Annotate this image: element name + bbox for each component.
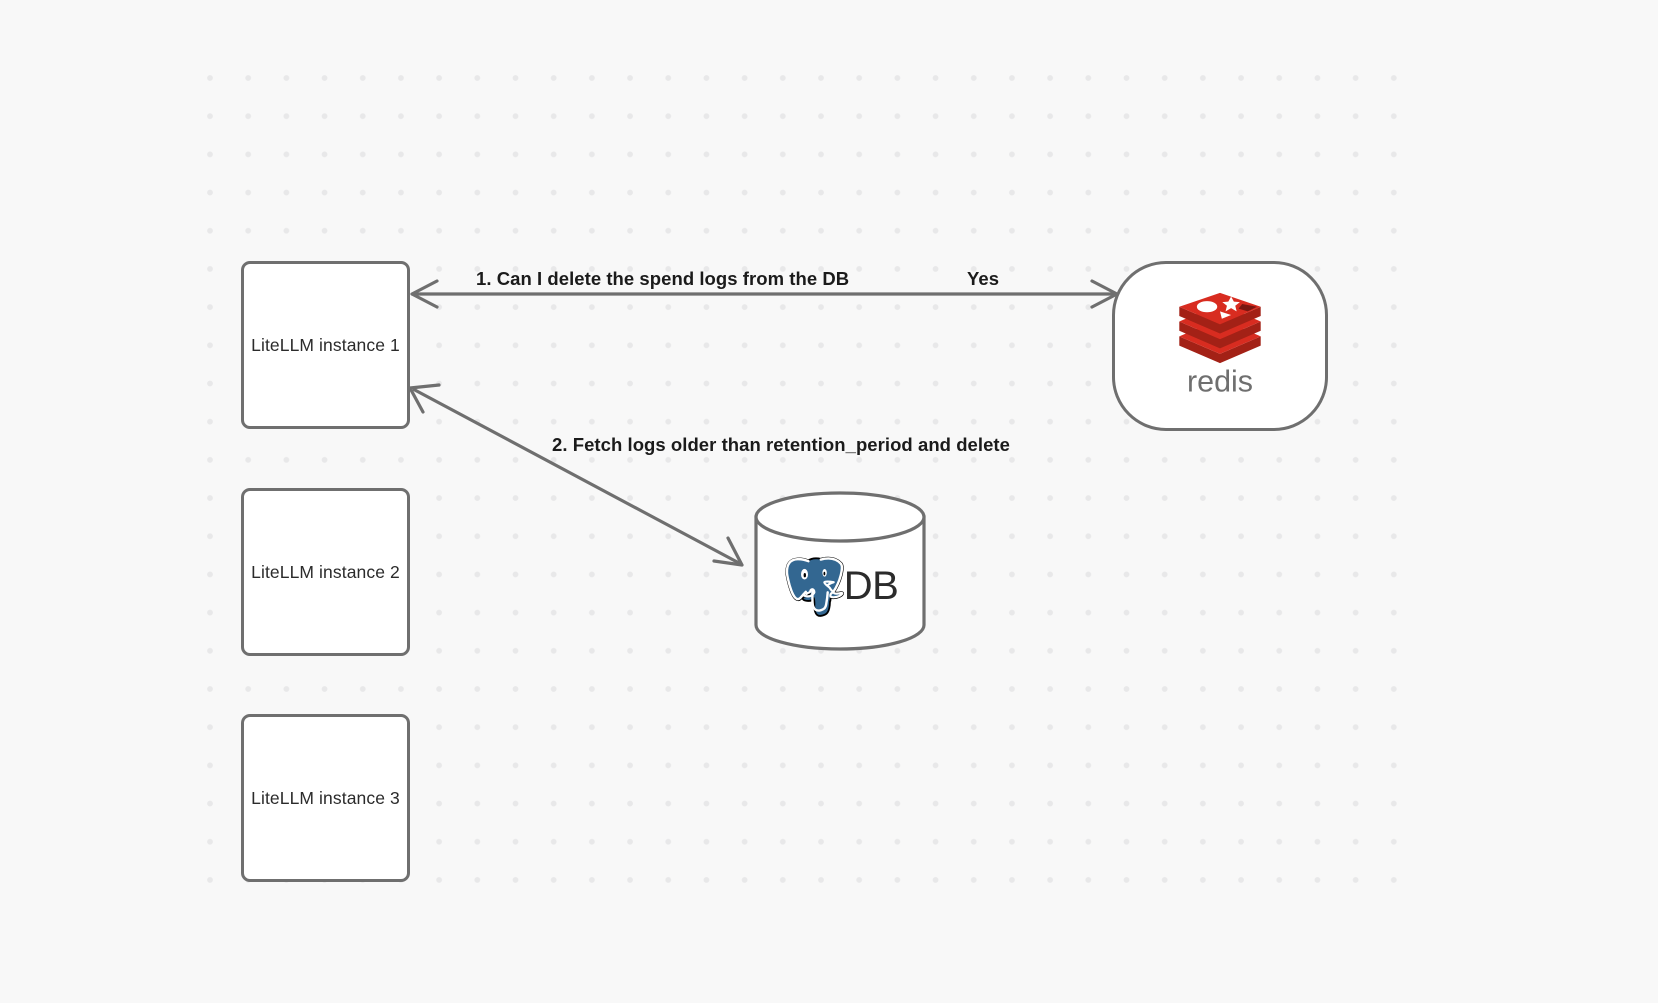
postgresql-elephant-icon [785, 556, 844, 617]
node-litellm-instance-1[interactable]: LiteLLM instance 1 [241, 261, 410, 429]
edge-label-step-2: 2. Fetch logs older than retention_perio… [552, 434, 1010, 455]
edge-label-yes: Yes [967, 268, 1000, 289]
node-database[interactable]: DB [753, 491, 927, 651]
node-litellm-instance-2[interactable]: LiteLLM instance 2 [241, 488, 410, 656]
database-cylinder-shape [754, 491, 926, 651]
arrowhead-to-llm1-diagonal [408, 383, 441, 414]
node-litellm-instance-3-label: LiteLLM instance 3 [251, 787, 400, 808]
edge-db-llm1 [408, 383, 744, 567]
database-label: DB [843, 564, 899, 608]
arrowhead-to-db [712, 536, 744, 567]
node-litellm-instance-1-label: LiteLLM instance 1 [251, 334, 400, 355]
arrowhead-to-redis [1090, 279, 1119, 309]
redis-wordmark-text: redis [1187, 364, 1253, 398]
node-redis[interactable]: redis [1112, 261, 1328, 431]
edge-llm1-redis [410, 279, 1119, 309]
arrowhead-to-llm1 [410, 279, 439, 309]
redis-wordmark-label: redis [1187, 364, 1253, 398]
edge-label-step-1: 1. Can I delete the spend logs from the … [476, 268, 850, 289]
node-litellm-instance-2-label: LiteLLM instance 2 [251, 561, 400, 582]
node-litellm-instance-3[interactable]: LiteLLM instance 3 [241, 714, 410, 882]
redis-logo-icon [1179, 292, 1261, 364]
edge-db-llm1-line [412, 387, 740, 565]
